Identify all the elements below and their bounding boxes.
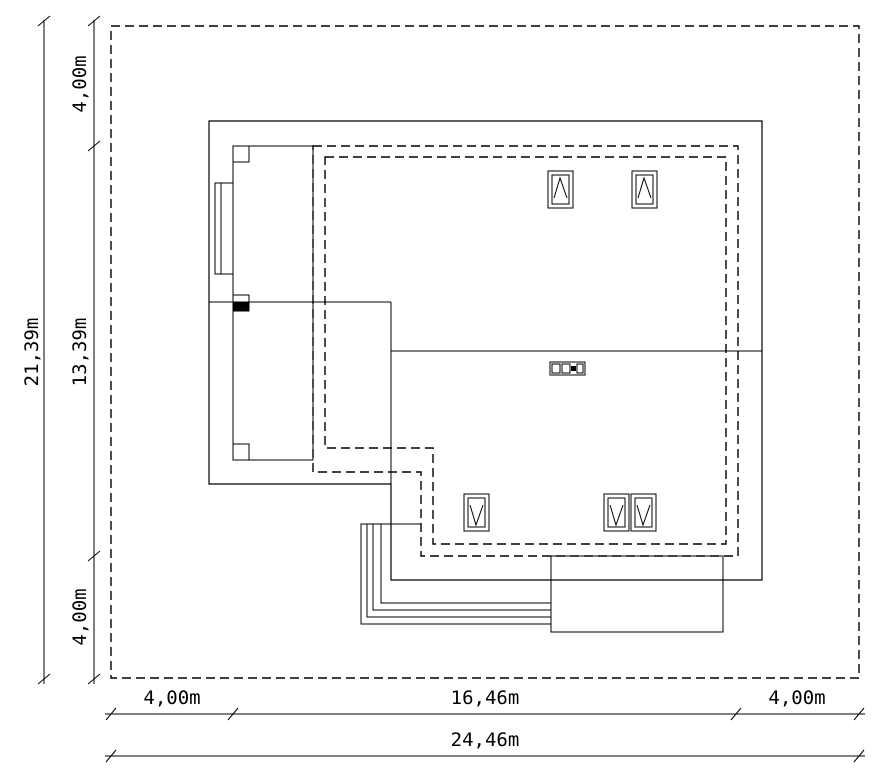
dim-left-building: 13,39m	[69, 318, 91, 387]
inner-wall-inner-dashed	[324, 156, 727, 545]
roof-window-bottom-3	[630, 493, 657, 532]
steps-1	[360, 523, 551, 625]
inner-wall-outer-dashed	[312, 145, 739, 557]
roof-window-bottom-1	[463, 493, 490, 532]
chimney-mark	[233, 302, 249, 311]
steps-4	[380, 523, 551, 604]
dim-bottom-total: 24,46m	[451, 729, 520, 751]
dim-bottom-right-setback: 4,00m	[768, 687, 825, 709]
dim-left-top-setback: 4,00m	[69, 55, 91, 112]
roof-window-top-1	[547, 170, 574, 209]
corner-post-top	[232, 145, 250, 163]
central-vent-block	[549, 361, 586, 376]
dim-left-bottom-setback: 4,00m	[69, 588, 91, 645]
dim-bottom-building: 16,46m	[451, 687, 520, 709]
window-left-facade	[214, 182, 234, 275]
dim-bottom-left-setback: 4,00m	[143, 687, 200, 709]
corner-post-bottom	[232, 443, 250, 461]
steps-3	[372, 523, 551, 611]
roof-window-bottom-2	[603, 493, 630, 532]
terrace-slab	[550, 555, 724, 633]
dim-left-outer-total: 21,39m	[21, 318, 43, 387]
roof-window-top-2	[631, 170, 658, 209]
chimney-mark-outline	[232, 294, 250, 312]
